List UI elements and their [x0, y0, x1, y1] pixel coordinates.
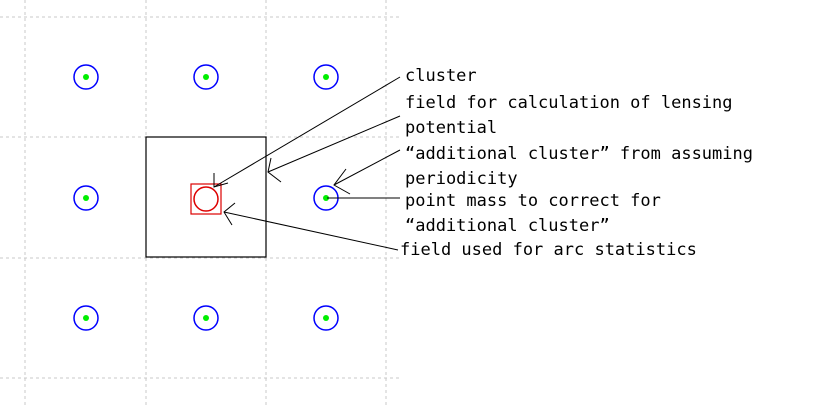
- additional-leader: [333, 149, 401, 186]
- cluster-leader: [213, 76, 401, 188]
- label-additional-cluster-line1: “additional cluster” from assuming: [405, 144, 753, 164]
- label-lensing-field-line2: potential: [405, 118, 497, 138]
- arcstats-arrowhead: [223, 202, 236, 226]
- leader-lines: [213, 76, 401, 251]
- periodic-cluster-icon: [73, 185, 99, 211]
- lensing-arrowhead: [267, 157, 282, 183]
- cluster-arrowhead: [213, 173, 229, 188]
- label-additional-cluster-line2: periodicity: [405, 169, 518, 189]
- periodic-cluster-icon: [73, 305, 99, 331]
- label-point-mass-line2: “additional cluster”: [405, 216, 610, 236]
- periodic-cluster-icon: [193, 305, 219, 331]
- label-lensing-field-line1: field for calculation of lensing: [405, 93, 733, 113]
- periodic-cluster-icon: [313, 64, 339, 90]
- label-arc-statistics: field used for arc statistics: [400, 240, 697, 260]
- periodic-clusters: [73, 64, 339, 331]
- additional-arrowhead: [333, 168, 351, 195]
- periodic-cluster-icon: [73, 64, 99, 90]
- arc-field-square: [190, 183, 222, 215]
- periodic-cluster-icon: [313, 305, 339, 331]
- periodic-grid: [0, 0, 400, 406]
- label-point-mass-line1: point mass to correct for: [405, 191, 661, 211]
- label-cluster: cluster: [405, 66, 477, 86]
- periodic-cluster-icon: [193, 64, 219, 90]
- lensing-leader: [267, 115, 401, 173]
- central-cluster-icon: [193, 186, 219, 212]
- arcstats-leader: [223, 211, 399, 251]
- lensing-field-square: [145, 136, 267, 258]
